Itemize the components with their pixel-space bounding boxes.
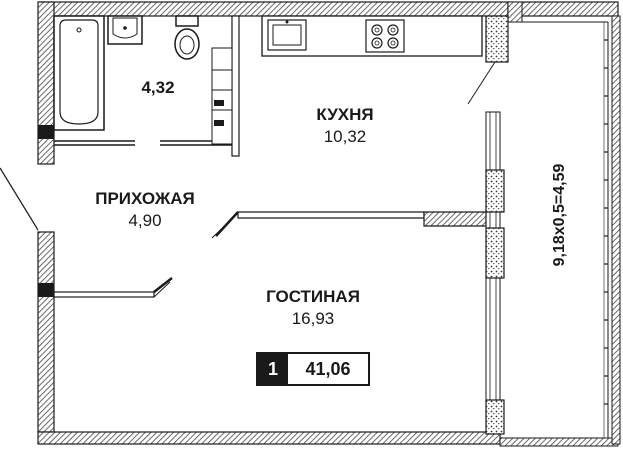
wall-top <box>39 1 509 17</box>
bath-shaft <box>211 47 233 145</box>
entrance-door-line <box>0 167 39 231</box>
kitchen-name: КУХНЯ <box>316 105 374 124</box>
hallway-label: ПРИХОЖАЯ 4,90 <box>70 188 220 232</box>
apartment-summary-badge: 1 41,06 <box>256 352 370 386</box>
kitchen-stove <box>365 19 405 53</box>
wall-balcony-top-step <box>507 1 523 23</box>
kitchen-label: КУХНЯ 10,32 <box>290 104 400 148</box>
bathtub <box>53 15 105 131</box>
living-room-area: 16,93 <box>291 309 335 328</box>
bathroom-sink <box>107 15 143 45</box>
kitchen-area: 10,32 <box>323 127 367 146</box>
toilet <box>174 15 200 60</box>
bathroom-walls <box>54 15 240 157</box>
hall-living-partition <box>53 277 173 298</box>
bathroom-label: 4,32 <box>118 77 198 99</box>
bathroom-area: 4,32 <box>141 78 175 97</box>
column-bottom <box>485 399 505 435</box>
bath-partition-right <box>231 15 240 157</box>
wall-bottom-right <box>499 437 619 447</box>
wall-left-lower-dark <box>38 283 54 297</box>
balcony-outer <box>508 21 609 439</box>
living-room-label: ГОСТИНАЯ 16,93 <box>238 286 388 330</box>
balcony-ticks <box>604 39 608 405</box>
wall-left-upper <box>37 1 55 165</box>
kitchen-window-line <box>467 61 496 105</box>
balcony-label: 9,18x0,5=4,59 <box>551 163 568 267</box>
hallway-name: ПРИХОЖАЯ <box>95 189 195 208</box>
room-count: 1 <box>258 354 288 384</box>
kitchen-living-partition <box>211 211 487 239</box>
outer-walls <box>37 1 621 447</box>
column-mid-2 <box>485 227 505 279</box>
wall-top-right <box>507 1 619 17</box>
wall-balcony-right <box>611 15 621 445</box>
kitchen-column <box>485 15 509 63</box>
balcony-glazing <box>485 111 505 435</box>
living-room-name: ГОСТИНАЯ <box>266 287 360 306</box>
column-mid-1 <box>485 169 505 213</box>
wall-left-upper-dark <box>38 125 54 139</box>
wall-left-lower <box>37 231 55 433</box>
total-area: 41,06 <box>305 358 351 379</box>
hallway-area: 4,90 <box>128 211 162 230</box>
kitchen-counter <box>261 15 483 57</box>
wall-bottom <box>37 431 501 445</box>
